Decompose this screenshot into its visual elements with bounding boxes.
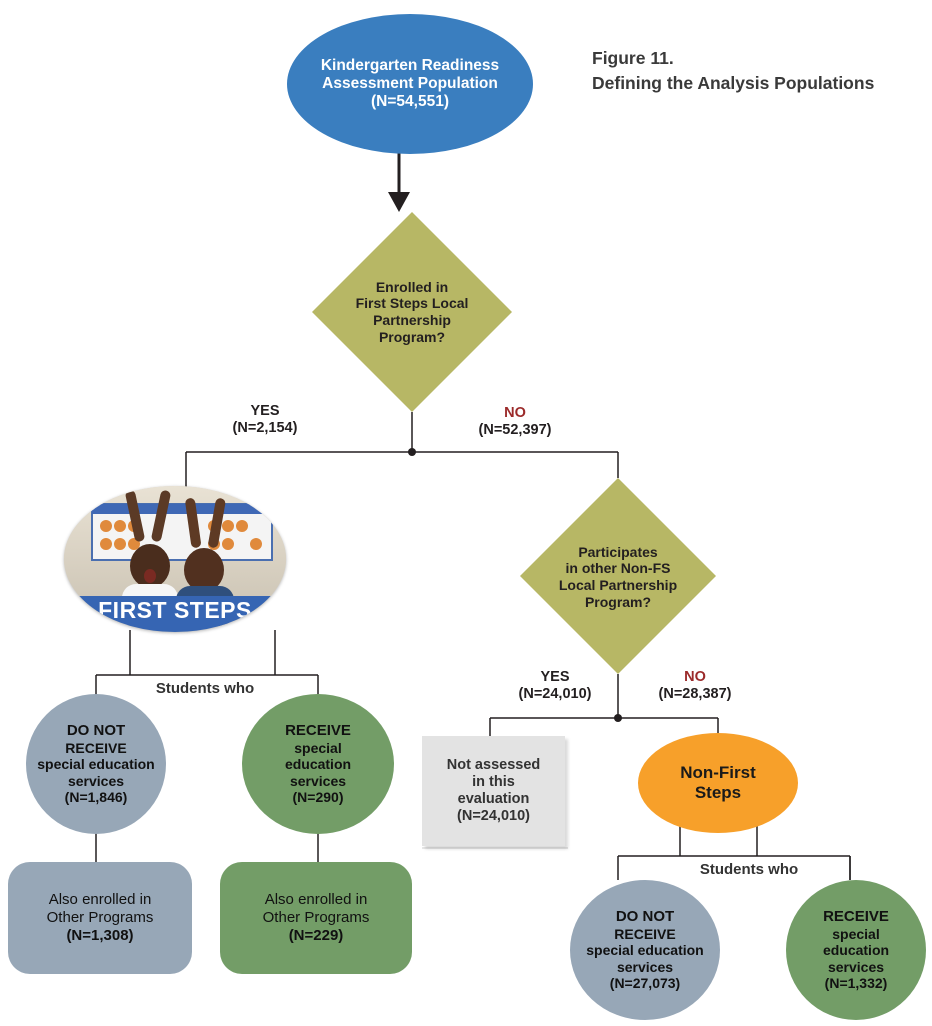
nfs-no-sped-count: (N=27,073): [609, 975, 681, 992]
root-count: (N=54,551): [371, 93, 449, 111]
non-first-steps-line2: Steps: [694, 783, 742, 802]
q2-line: Participates: [578, 543, 658, 560]
figure-title: Defining the Analysis Populations: [592, 73, 875, 94]
q1-diamond-shape: [312, 212, 512, 412]
q2-line: in other Non-FS: [565, 560, 671, 577]
students-who-left: Students who: [140, 680, 270, 697]
fs-no-sped-other-count: (N=1,308): [66, 926, 134, 944]
fs-no-sped-line3: special education: [37, 756, 155, 773]
nfs-no-sped-not: NOT: [642, 908, 675, 926]
nfs-sped-line2: special: [832, 925, 880, 942]
fs-sped-line3: education: [284, 756, 352, 773]
fs-sped-count: (N=290): [292, 789, 344, 806]
q1-line: Enrolled in: [375, 278, 449, 295]
root-population-node: Kindergarten Readiness Assessment Popula…: [287, 14, 533, 154]
nfs-sped-line3: education: [822, 942, 890, 959]
q1-line: Program?: [378, 328, 446, 345]
fs-sped-node: RECEIVE special education services (N=29…: [242, 694, 394, 834]
nfs-sped-count: (N=1,332): [824, 975, 888, 992]
fs-no-sped-not: NOT: [93, 722, 126, 740]
fs-no-sped-other-line1: Also enrolled in: [48, 891, 152, 909]
q1-yes-label: YES (N=2,154): [210, 403, 320, 438]
q2-line: Program?: [584, 593, 652, 610]
q2-yes-count: (N=24,010): [518, 686, 592, 703]
students-who-right: Students who: [684, 861, 814, 878]
q2-no-text: NO: [684, 669, 706, 685]
q1-yes-text: YES: [250, 403, 280, 419]
fs-no-sped-do: DO: [66, 722, 94, 740]
q1-no-text: NO: [504, 405, 526, 421]
fs-no-sped-node: DO NOT RECEIVE special education service…: [26, 694, 166, 834]
non-first-steps-line1: Non-First: [680, 762, 756, 782]
q1-yes-count: (N=2,154): [232, 420, 298, 437]
arrow-head: [388, 192, 410, 212]
q1-line: Partnership: [373, 312, 451, 328]
nfs-no-sped-line4: services: [616, 958, 674, 975]
fs-sped-receive: RECEIVE: [285, 722, 351, 740]
fs-no-sped-other-programs: Also enrolled in Other Programs (N=1,308…: [8, 862, 192, 974]
nfs-no-sped-receive: RECEIVE: [614, 925, 676, 942]
fs-no-sped-other-line2: Other Programs: [46, 909, 154, 927]
classroom-photo-illustration: [64, 486, 286, 632]
root-label-line1: Kindergarten Readiness: [320, 56, 500, 74]
q2-diamond-shape: [520, 478, 716, 674]
q2-yes-label: YES (N=24,010): [500, 669, 610, 704]
not-assessed-line3: evaluation: [457, 791, 530, 807]
q1-line: First Steps Local: [355, 295, 469, 312]
first-steps-banner: FIRST STEPS: [98, 597, 252, 623]
fs-sped-other-line1: Also enrolled in: [264, 891, 368, 909]
not-assessed-node: Not assessed in this evaluation (N=24,01…: [422, 736, 565, 846]
nfs-no-sped-do: DO: [615, 908, 643, 926]
nfs-no-sped-node: DO NOT RECEIVE special education service…: [570, 880, 720, 1020]
q1-no-label: NO (N=52,397): [460, 405, 570, 440]
fs-sped-line4: services: [289, 772, 347, 789]
q2-no-label: NO (N=28,387): [640, 669, 750, 704]
q2-question: Participates in other Non-FS Local Partn…: [543, 537, 693, 617]
root-label-line2: Assessment Population: [322, 74, 498, 92]
fs-sped-other-programs: Also enrolled in Other Programs (N=229): [220, 862, 412, 974]
fs-sped-other-count: (N=229): [288, 926, 344, 944]
not-assessed-count: (N=24,010): [457, 808, 530, 825]
fs-no-sped-count: (N=1,846): [64, 789, 128, 806]
figure-caption: Figure 11. Defining the Analysis Populat…: [592, 46, 874, 97]
nfs-sped-receive: RECEIVE: [823, 908, 889, 926]
not-assessed-line1: Not assessed: [446, 756, 541, 773]
first-steps-photo-node: FIRST STEPS: [64, 486, 286, 632]
nfs-sped-line4: services: [827, 958, 885, 975]
q2-yes-text: YES: [540, 669, 570, 685]
q2-line: Local Partnership: [558, 577, 678, 593]
fs-no-sped-line4: services: [67, 772, 125, 789]
figure-number: Figure 11.: [592, 48, 674, 68]
fs-sped-other-line2: Other Programs: [262, 909, 370, 927]
fs-sped-line2: special: [294, 739, 342, 756]
nfs-sped-node: RECEIVE special education services (N=1,…: [786, 880, 926, 1020]
nfs-no-sped-line3: special education: [586, 942, 704, 959]
q1-no-count: (N=52,397): [478, 422, 552, 439]
fs-no-sped-receive: RECEIVE: [65, 739, 127, 756]
not-assessed-line2: in this: [472, 773, 515, 790]
q2-no-count: (N=28,387): [658, 686, 732, 703]
non-first-steps-node: Non-First Steps: [638, 733, 798, 833]
q1-question: Enrolled in First Steps Local Partnershi…: [337, 272, 487, 352]
